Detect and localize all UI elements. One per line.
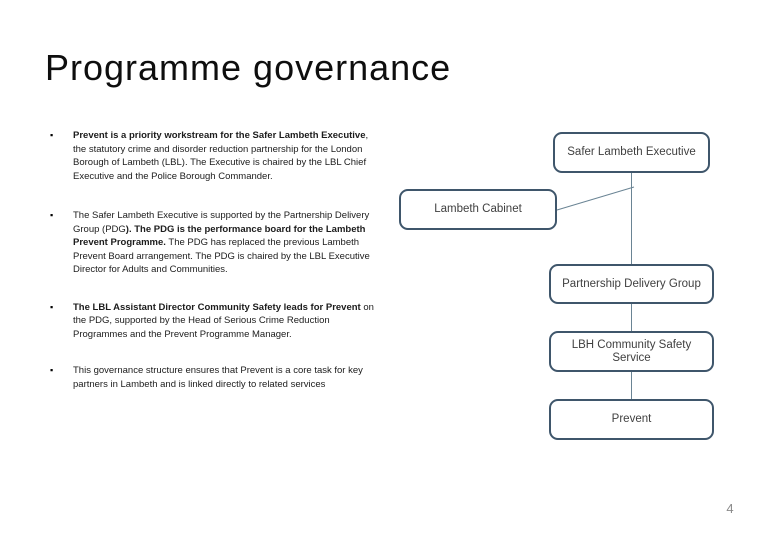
bullet-text: This governance structure ensures that P… [73,364,378,391]
bullet-marker-icon: ▪ [50,365,54,375]
bullet-text: Prevent is a priority workstream for the… [73,129,378,183]
page-title: Programme governance [45,47,452,88]
bullet-text-regular: , the statutory crime and disorder reduc… [73,130,369,182]
bullet-text: The LBL Assistant Director Community Saf… [73,301,378,342]
diagram-node-partnership-delivery-group: Partnership Delivery Group [549,264,714,304]
list-item: ▪ Prevent is a priority workstream for t… [50,129,378,183]
bullet-text-bold: Prevent is a priority workstream for the… [73,130,366,141]
bullet-list: ▪ Prevent is a priority workstream for t… [50,129,378,391]
node-label: LBH Community Safety Service [571,338,692,364]
list-item: ▪ The Safer Lambeth Executive is support… [50,209,378,277]
node-label: Partnership Delivery Group [562,277,701,290]
node-label: Lambeth Cabinet [434,203,522,215]
bullet-marker-icon: ▪ [50,210,54,220]
diagram-node-safer-lambeth-executive: Safer Lambeth Executive [553,132,710,173]
list-item: ▪ The LBL Assistant Director Community S… [50,301,378,342]
bullet-text: The Safer Lambeth Executive is supported… [73,209,378,277]
diagram-node-lbh-community-safety-service: LBH Community Safety Service [549,331,714,372]
bullet-text-regular: on the PDG, supported by the Head of Ser… [73,301,374,340]
bullet-text-regular: The Safer Lambeth Executive is supported… [73,210,370,235]
bullet-text-bold: ). The PDG is the performance board for … [73,223,366,249]
diagram-node-prevent: Prevent [549,399,714,440]
bullet-text-regular: The PDG has replaced the previous Lambet… [73,237,370,275]
node-label: Safer Lambeth Executive [567,146,696,158]
bullet-marker-icon: ▪ [50,130,54,140]
bullet-marker-icon: ▪ [50,301,54,312]
connector-cabinet-diagonal-line [556,186,635,211]
list-item: ▪ This governance structure ensures that… [50,364,378,391]
page-number: 4 [726,501,734,516]
bullet-text-regular: This governance structure ensures that P… [73,365,363,390]
node-label: Prevent [611,413,652,425]
bullet-text-bold: The LBL Assistant Director Community Saf… [73,301,361,313]
diagram-node-lambeth-cabinet: Lambeth Cabinet [399,189,557,230]
